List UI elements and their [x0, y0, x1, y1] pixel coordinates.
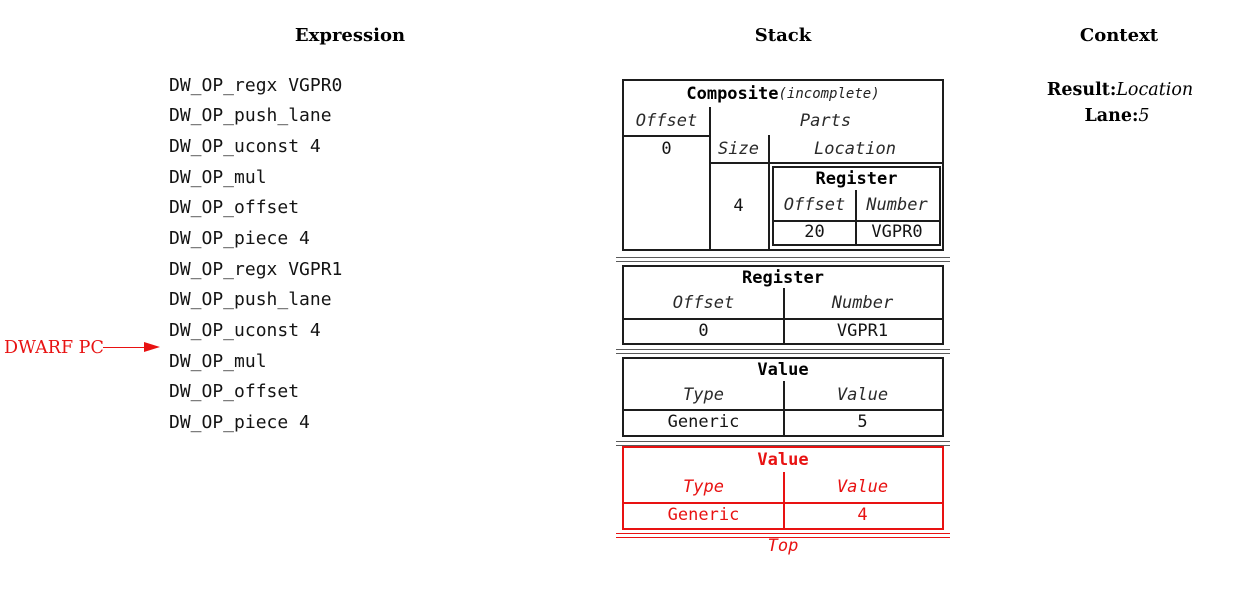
- top-value-type-value: Generic: [667, 505, 740, 525]
- expression-item: DW_OP_regx VGPR1: [169, 258, 343, 280]
- register-offset-value: 0: [698, 320, 709, 341]
- expression-item: DW_OP_mul: [169, 166, 267, 188]
- composite-parts-header: Parts: [799, 111, 852, 131]
- context-result-label: Result:: [1046, 80, 1117, 100]
- part-register-number-value: VGPR0: [871, 222, 923, 242]
- stack-separator: [616, 257, 950, 263]
- context-column-title: Context: [1079, 25, 1159, 46]
- composite-part-register-table: Register Offset Number 20 VGPR0: [772, 166, 941, 246]
- value-title: Value: [757, 360, 809, 380]
- composite-offset-value: 0: [661, 138, 672, 159]
- composite-location-header: Location: [814, 138, 896, 159]
- expression-item: DW_OP_push_lane: [169, 289, 332, 311]
- divider: [768, 135, 770, 249]
- stack-column-title: Stack: [754, 25, 812, 46]
- divider: [709, 107, 711, 249]
- part-register-number-header: Number: [866, 195, 928, 215]
- composite-size-header: Size: [718, 138, 759, 159]
- divider: [709, 162, 942, 164]
- expression-item: DW_OP_piece 4: [169, 412, 310, 434]
- stack-entry-top-value: Value Type Value Generic 4: [622, 446, 944, 530]
- value-type-header: Type: [683, 385, 724, 405]
- divider: [774, 220, 939, 222]
- divider: [624, 135, 709, 137]
- expression-list: DW_OP_regx VGPR0 DW_OP_push_lane DW_OP_u…: [169, 71, 342, 439]
- expression-item: DW_OP_offset: [169, 381, 300, 403]
- top-value-value-value: 4: [857, 505, 868, 525]
- stack-top-label: Top: [767, 536, 799, 556]
- context-lane-label: Lane:: [1084, 106, 1139, 126]
- composite-title-text: Composite: [686, 84, 779, 104]
- expression-item: DW_OP_regx VGPR0: [169, 74, 343, 96]
- dwarf-pc-label: DWARF PC: [4, 338, 104, 358]
- register-title: Register: [742, 267, 824, 288]
- value-type-value: Generic: [667, 412, 740, 432]
- register-number-value: VGPR1: [836, 320, 889, 341]
- stack-entry-composite: Composite(incomplete) Offset Parts 0 Siz…: [622, 79, 944, 251]
- stack-separator: [616, 441, 950, 447]
- part-register-title: Register: [815, 169, 898, 189]
- divider: [624, 318, 942, 320]
- expression-item: DW_OP_offset: [169, 197, 300, 219]
- divider: [624, 502, 942, 504]
- top-value-title: Value: [757, 450, 809, 470]
- register-offset-header: Offset: [672, 293, 735, 313]
- composite-subtitle: (incomplete): [778, 86, 880, 102]
- divider: [783, 288, 785, 343]
- stack-top-separator: [616, 533, 950, 539]
- expression-item: DW_OP_mul: [169, 350, 267, 372]
- value-value-value: 5: [857, 412, 868, 432]
- composite-offset-header: Offset: [635, 111, 698, 131]
- divider: [855, 190, 857, 244]
- stack-separator: [616, 349, 950, 355]
- composite-size-value: 4: [733, 195, 744, 216]
- expression-column-title: Expression: [294, 25, 406, 46]
- expression-item: DW_OP_push_lane: [169, 105, 332, 127]
- expression-item: DW_OP_uconst 4: [169, 320, 321, 342]
- expression-item: DW_OP_piece 4: [169, 228, 310, 250]
- register-number-header: Number: [831, 293, 894, 313]
- divider: [624, 409, 942, 411]
- context-result-line: Result:Location: [1047, 80, 1193, 100]
- stack-entry-value: Value Type Value Generic 5: [622, 357, 944, 437]
- part-register-offset-value: 20: [804, 222, 825, 242]
- stack-entry-register: Register Offset Number 0 VGPR1: [622, 265, 944, 345]
- top-value-value-header: Value: [836, 476, 889, 497]
- divider: [783, 381, 785, 435]
- context-result-value: Location: [1116, 80, 1194, 100]
- dwarf-pc-arrow-head-icon: [144, 342, 160, 352]
- value-value-header: Value: [836, 385, 889, 405]
- divider: [783, 472, 785, 528]
- dwarf-pc-arrow-line: [103, 346, 145, 349]
- composite-title: Composite(incomplete): [624, 81, 942, 107]
- part-register-offset-header: Offset: [783, 195, 846, 215]
- context-lane-line: Lane:5: [1084, 106, 1149, 126]
- expression-item: DW_OP_uconst 4: [169, 135, 321, 157]
- top-value-type-header: Type: [683, 476, 724, 497]
- context-lane-value: 5: [1138, 106, 1150, 126]
